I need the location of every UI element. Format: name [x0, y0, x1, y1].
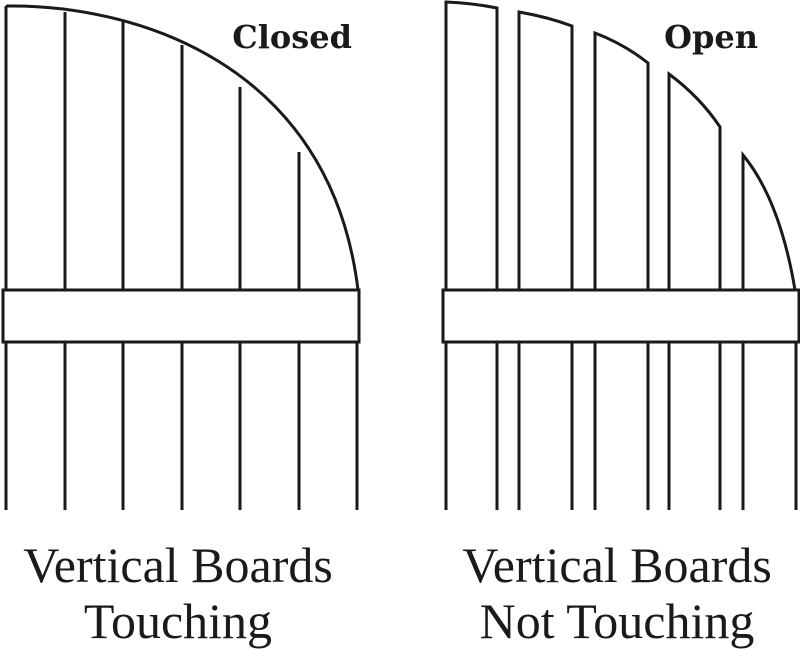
open-caption-line-1: Vertical Boards — [462, 537, 772, 593]
closed-title: Closed — [232, 18, 352, 56]
open-fence-panel: Open — [441, 0, 800, 510]
open-board — [444, 0, 499, 290]
open-board — [741, 150, 797, 291]
open-board — [517, 10, 574, 290]
closed-arch-top — [5, 4, 360, 291]
closed-caption-line-1: Vertical Boards — [23, 537, 333, 593]
closed-horizontal-rail — [1, 288, 361, 344]
closed-fence-panel: Closed — [1, 4, 361, 510]
open-title: Open — [664, 18, 758, 56]
open-horizontal-rail — [441, 288, 800, 344]
open-board — [593, 30, 650, 290]
closed-caption-line-2: Touching — [84, 593, 272, 649]
open-board — [667, 71, 722, 290]
open-caption-line-2: Not Touching — [480, 593, 755, 649]
